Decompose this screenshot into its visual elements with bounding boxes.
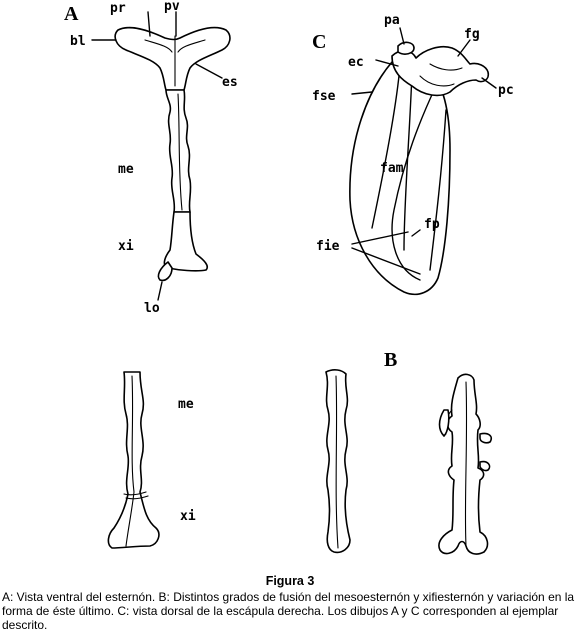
scapula-blade	[349, 61, 451, 296]
label-pa: pa	[384, 13, 400, 28]
panel-a-letter: A	[64, 3, 79, 25]
label-es: es	[222, 75, 238, 90]
label-pv: pv	[164, 0, 180, 14]
label-fam: fam	[380, 161, 404, 176]
label-bl: bl	[70, 34, 86, 49]
panel-b-variations: B me xi	[107, 349, 493, 555]
panel-c-letter: C	[312, 31, 326, 53]
variant-1	[107, 371, 160, 549]
figure-caption: Figura 3 A: Vista ventral del esternón. …	[0, 570, 580, 634]
sternum-xiphisternum	[163, 211, 209, 272]
panel-a-sternum: A bl pr pv es me xi lo	[64, 0, 238, 316]
figure-drawing: A bl pr pv es me xi lo C	[64, 0, 514, 555]
variant-2	[325, 369, 351, 554]
panel-b-letter: B	[384, 349, 397, 371]
label-b-xi: xi	[180, 509, 196, 524]
label-fie: fie	[316, 239, 340, 254]
label-me: me	[118, 162, 134, 177]
label-fp: fp	[424, 217, 440, 232]
label-pc: pc	[498, 83, 514, 98]
sternum-manubrium	[114, 26, 231, 91]
label-lo: lo	[144, 301, 160, 316]
label-b-me: me	[178, 397, 194, 412]
caption-title: Figura 3	[265, 574, 315, 588]
label-pr: pr	[110, 1, 126, 16]
label-fg: fg	[464, 27, 480, 42]
scapula-head	[391, 45, 490, 97]
label-xi: xi	[118, 239, 134, 254]
caption-text: A: Vista ventral del esternón. B: Distin…	[2, 590, 575, 632]
label-ec: ec	[348, 55, 364, 70]
label-fse: fse	[312, 89, 336, 104]
panel-c-scapula: C pa fg ec pc fse fam fp fie	[312, 13, 514, 296]
